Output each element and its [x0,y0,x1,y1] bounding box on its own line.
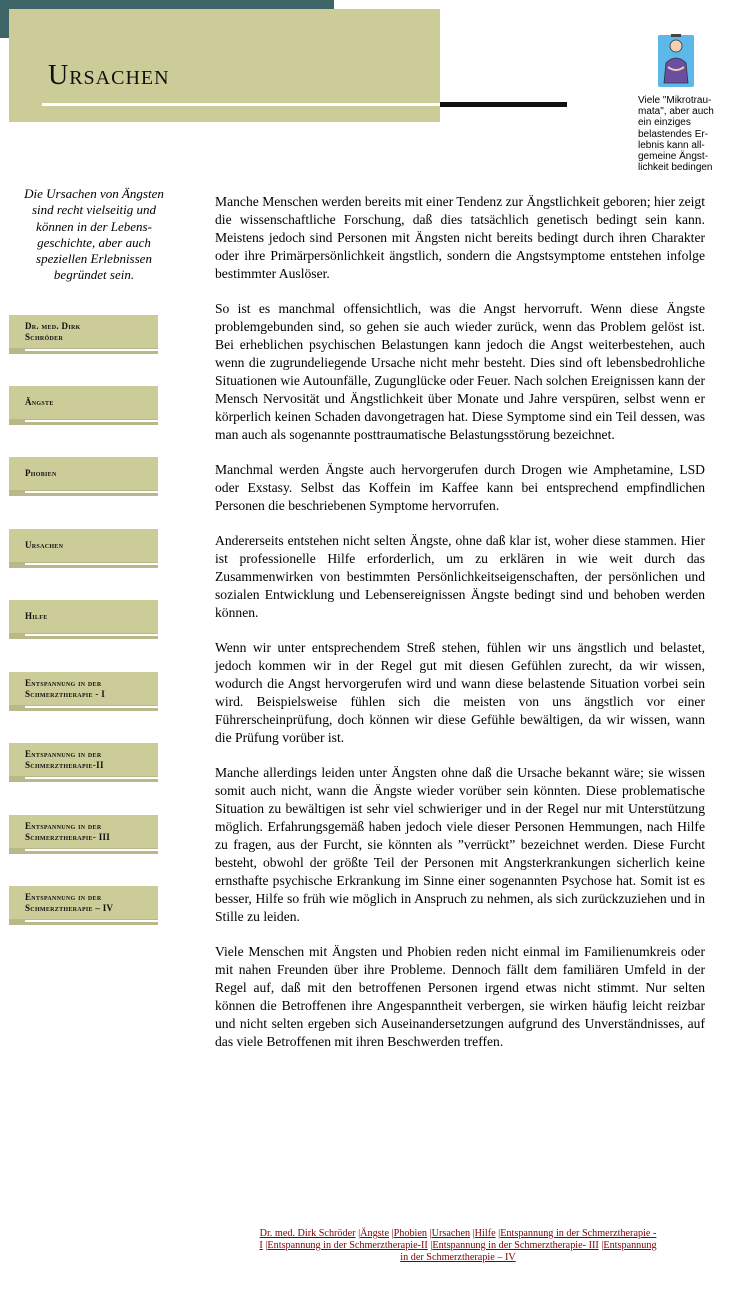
nav-item-label: Phobien [25,468,57,478]
nav-item-line [25,420,158,422]
nav-item-label: Ursachen [25,540,64,550]
content-paragraph: Manche Menschen werden bereits mit einer… [215,194,705,281]
content-paragraph: Wenn wir unter entsprechendem Streß steh… [215,640,705,745]
content-paragraph: Viele Menschen mit Ängsten und Phobien r… [215,944,705,1049]
footer-link-entspannung-1[interactable]: Entspannung in der Schmerztherapie - I [259,1228,657,1251]
nav-item-entspannung-4[interactable]: Entspannung in der Schmerztherapie – IV [9,886,158,925]
nav-item-line [25,920,158,922]
footer-link-entspannung-4[interactable]: Entspannung in der Schmerztherapie – IV [400,1239,657,1263]
footer-link-entspannung-3[interactable]: Entspannung in der Schmerztherapie- III [432,1239,599,1251]
nav-item-shade [9,348,158,354]
nav-item-label: Hilfe [25,611,48,621]
footer-link-dirk-schroeder[interactable]: Dr. med. Dirk Schröder [259,1228,356,1239]
title-rule [440,102,567,107]
nav-item-label: Entspannung in der Schmerztherapie - I [25,677,106,699]
title-underline [42,103,440,106]
content-paragraph: Manche allerdings leiden unter Ängsten o… [215,765,705,924]
nav-item-shade [9,776,158,782]
footer-nav: Dr. med. Dirk Schröder |Ängste |Phobien … [259,1228,657,1263]
nav-item-phobien[interactable]: Phobien [9,457,158,496]
nav-item-ursachen[interactable]: Ursachen [9,529,158,568]
person-figure-icon [658,34,694,87]
nav-item-aengste[interactable]: Ängste [9,386,158,425]
nav-item-line [25,491,158,493]
nav-item-shade [9,705,158,711]
page-title: Ursachen [48,60,170,91]
content-paragraph: Andererseits entstehen nicht selten Ängs… [215,533,705,620]
nav-item-shade [9,419,158,425]
content-paragraph: Manchmal werden Ängste auch hervorgerufe… [215,462,705,513]
nav-item-shade [9,562,158,568]
nav-item-line [25,563,158,565]
nav-item-line [25,849,158,851]
footer-link-ursachen[interactable]: Ursachen [431,1228,471,1239]
intro-text: Die Ursachen von Ängsten sind recht viel… [24,186,164,283]
nav-item-label: Entspannung in der Schmerztherapie- III [25,820,111,842]
nav-item-hilfe[interactable]: Hilfe [9,600,158,639]
nav-item-label: Dr. med. Dirk Schröder [25,320,81,342]
nav-item-label: Ängste [25,397,54,407]
footer-link-entspannung-2[interactable]: Entspannung in der Schmerztherapie-II [267,1239,428,1251]
nav-item-entspannung-2[interactable]: Entspannung in der Schmerztherapie-II [9,743,158,782]
nav-item-shade [9,848,158,854]
nav-item-line [25,777,158,779]
nav-item-line [25,349,158,351]
content-paragraph: So ist es manchmal offensichtlich, was d… [215,301,705,442]
footer-link-hilfe[interactable]: Hilfe [474,1228,496,1239]
nav-item-dirk-schroeder[interactable]: Dr. med. Dirk Schröder [9,315,158,354]
nav-item-line [25,706,158,708]
nav-item-label: Entspannung in der Schmerztherapie – IV [25,891,114,913]
nav-item-line [25,634,158,636]
footer-link-phobien[interactable]: Phobien [393,1228,428,1239]
nav-item-entspannung-3[interactable]: Entspannung in der Schmerztherapie- III [9,815,158,854]
footer-link-aengste[interactable]: Ängste [360,1228,390,1239]
main-content: Manche Menschen werden bereits mit einer… [215,193,705,1068]
nav-item-label: Entspannung in der Schmerztherapie-II [25,748,104,770]
side-note: Viele "Mikrotrau- mata", aber auch ein e… [638,95,714,174]
nav-item-shade [9,919,158,925]
nav-item-shade [9,490,158,496]
nav-item-entspannung-1[interactable]: Entspannung in der Schmerztherapie - I [9,672,158,711]
nav-item-shade [9,633,158,639]
